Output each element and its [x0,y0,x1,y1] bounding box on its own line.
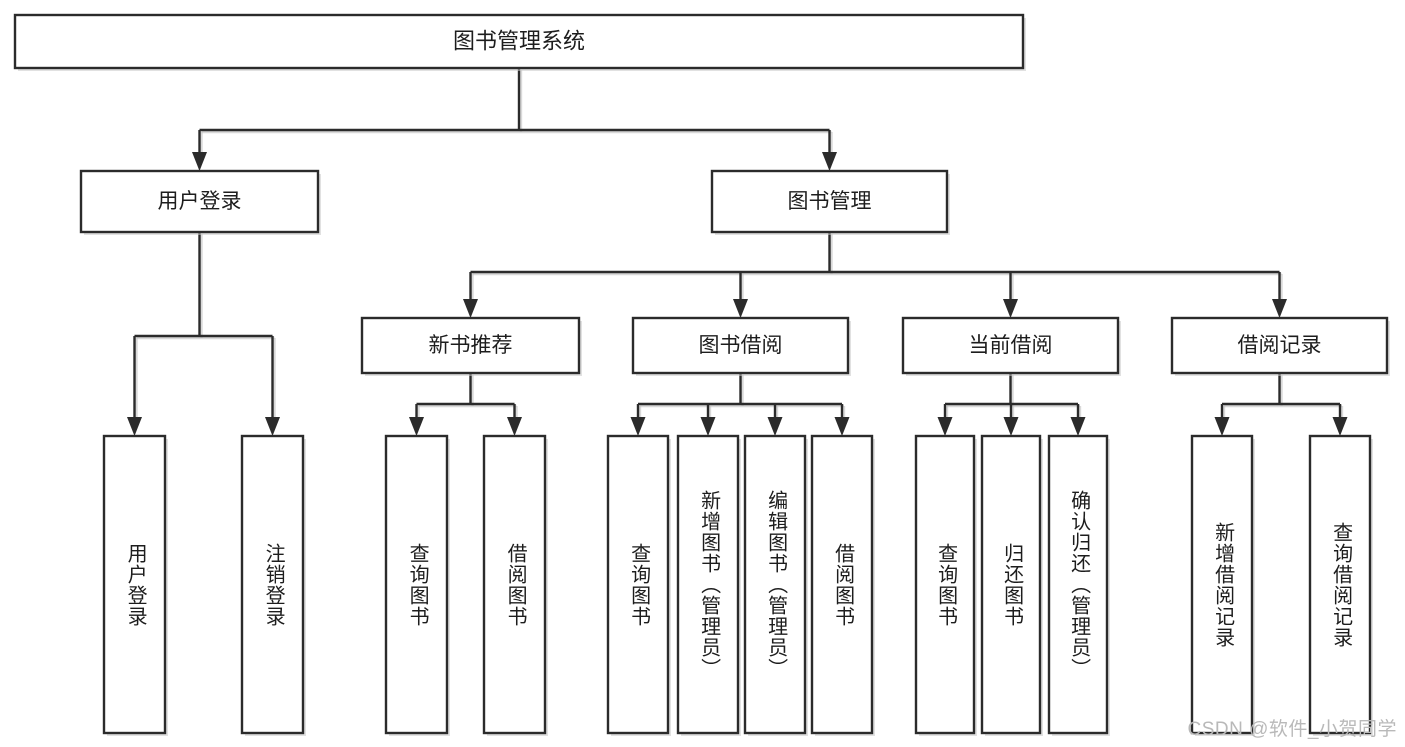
arrow-head-n_book_borrow [733,299,748,318]
arrow-head-n_book_manage [822,152,837,171]
node-box-n_book_borrow[interactable] [631,316,850,375]
node-label-n_current_borrow: 当前借阅 [969,334,1053,357]
arrow-head-leaf_borrow_book_1 [507,417,522,436]
node-label-n_book_manage: 图书管理 [788,190,872,213]
connector-layer [127,68,1348,436]
arrow-head-leaf_query_book_3 [937,417,953,436]
node-label-n_new_book_rec: 新书推荐 [429,334,513,357]
arrow-head-n_user_login [192,152,207,171]
node-box-leaf_confirm_return[interactable] [1047,434,1109,735]
node-box-n_borrow_record[interactable] [1170,316,1389,375]
node-box-leaf_logout[interactable] [240,434,305,735]
arrow-head-leaf_edit_book [767,417,783,436]
arrow-head-leaf_query_book_2 [630,417,646,436]
node-box-n_book_manage[interactable] [710,169,949,234]
node-box-leaf_add_record[interactable] [1190,434,1254,735]
node-box-n_user_login[interactable] [79,169,320,234]
csdn-watermark: CSDN @软件_小贺同学 [1187,719,1397,740]
node-box-leaf_query_book_2[interactable] [606,434,670,735]
node-box-leaf_user_login[interactable] [102,434,167,735]
arrow-head-n_current_borrow [1003,299,1018,318]
arrow-head-leaf_add_book [700,417,716,436]
node-box-leaf_edit_book[interactable] [743,434,807,735]
node-box-layer [13,13,1390,736]
node-box-leaf_borrow_book_2[interactable] [810,434,874,735]
node-box-leaf_return_book[interactable] [980,434,1042,735]
node-label-n_book_borrow: 图书借阅 [699,334,783,357]
arrow-head-n_borrow_record [1272,299,1287,318]
node-box-n_current_borrow[interactable] [901,316,1120,375]
node-label-root: 图书管理系统 [453,28,585,53]
arrow-head-leaf_logout [265,417,280,436]
node-label-n_user_login: 用户登录 [158,190,242,213]
arrow-head-leaf_confirm_return [1070,417,1086,436]
arrow-head-leaf_query_book_1 [409,417,424,436]
arrow-head-leaf_return_book [1003,417,1019,436]
arrow-head-leaf_borrow_book_2 [834,417,850,436]
node-box-root[interactable] [13,13,1025,70]
arrow-head-leaf_add_record [1214,417,1230,436]
node-box-leaf_add_book[interactable] [676,434,740,735]
arrow-head-leaf_user_login [127,417,142,436]
node-box-leaf_query_book_3[interactable] [914,434,976,735]
node-box-leaf_borrow_book_1[interactable] [482,434,547,735]
node-box-leaf_query_record[interactable] [1308,434,1372,735]
arrow-head-leaf_query_record [1332,417,1348,436]
node-box-n_new_book_rec[interactable] [360,316,581,375]
arrow-head-n_new_book_rec [463,299,478,318]
node-label-n_borrow_record: 借阅记录 [1238,334,1322,357]
node-box-leaf_query_book_1[interactable] [384,434,449,735]
